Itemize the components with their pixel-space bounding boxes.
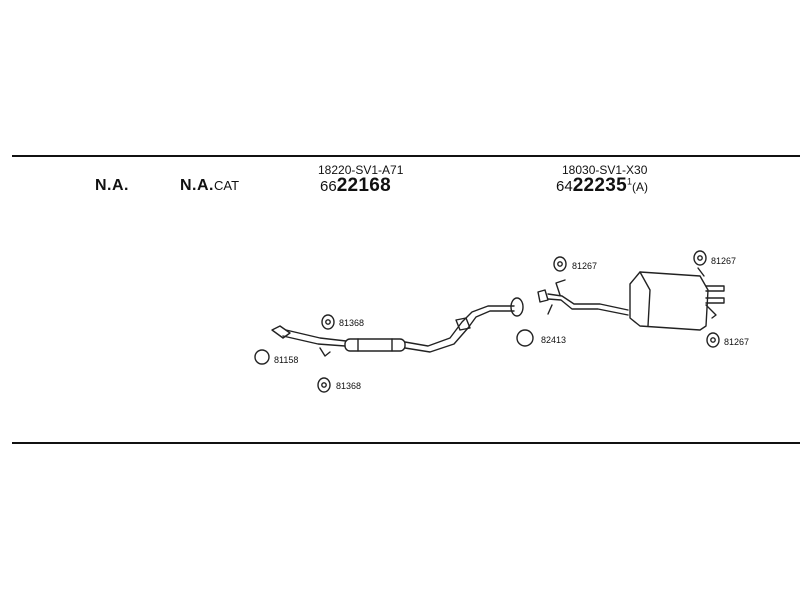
bottom-divider <box>12 442 800 444</box>
callout-7[interactable]: 81267 <box>724 337 750 347</box>
rear-part-suffix: (A) <box>632 180 649 194</box>
label-na-1: N.A. <box>95 177 129 194</box>
front-pipe-assembly <box>271 297 524 357</box>
front-oe-number: 18220-SV1-A71 <box>318 163 404 177</box>
rear-part-main: 22235 <box>572 175 628 196</box>
rear-part-superscript: 1 <box>627 176 633 187</box>
gasket-icons <box>254 329 534 365</box>
callout-5[interactable]: 81267 <box>572 261 598 271</box>
label-na-2: N.A. <box>180 177 214 194</box>
hanger-icons <box>317 250 720 393</box>
rear-part-number[interactable]: 64222351(A) <box>556 175 648 197</box>
front-part-number[interactable]: 6622168 <box>320 175 391 197</box>
callout-6[interactable]: 81267 <box>711 256 737 266</box>
rear-oe-number: 18030-SV1-X30 <box>562 163 648 177</box>
callout-1[interactable]: 81368 <box>339 318 365 328</box>
callout-2[interactable]: 81158 <box>274 355 299 365</box>
rear-muffler-assembly <box>537 267 725 331</box>
front-part-prefix: 66 <box>320 178 337 195</box>
callout-3[interactable]: 81368 <box>336 381 362 391</box>
callout-4[interactable]: 82413 <box>541 335 567 345</box>
label-cat-suffix: CAT <box>214 178 240 193</box>
label-na-cat: N.A.CAT <box>180 177 239 195</box>
front-part-main: 22168 <box>336 175 392 196</box>
top-divider <box>12 155 800 157</box>
rear-part-prefix: 64 <box>556 178 573 195</box>
